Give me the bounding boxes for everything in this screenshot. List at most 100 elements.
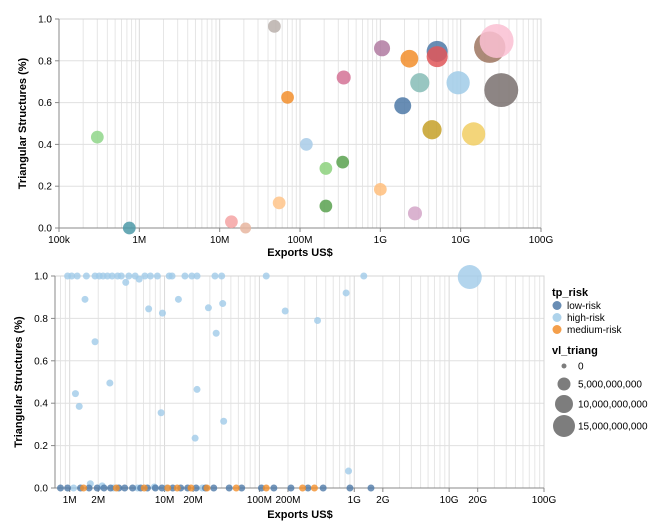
data-point xyxy=(484,73,519,108)
x-tick-label: 2M xyxy=(91,495,105,506)
data-point xyxy=(319,484,327,492)
data-point xyxy=(90,130,104,144)
data-point xyxy=(345,467,353,475)
data-point xyxy=(191,434,199,442)
data-point xyxy=(426,46,448,68)
x-tick-label: 100M xyxy=(287,235,312,246)
x-tick-label: 100G xyxy=(532,495,557,506)
data-point xyxy=(91,338,99,346)
data-point xyxy=(461,122,486,146)
data-point xyxy=(225,484,233,492)
legend-color-swatch xyxy=(552,313,562,322)
data-point xyxy=(203,484,211,492)
data-point xyxy=(299,138,313,151)
data-point xyxy=(262,484,270,492)
legend-size-swatch xyxy=(557,377,571,391)
data-points xyxy=(57,265,482,492)
data-point xyxy=(319,162,333,175)
data-point xyxy=(336,155,350,169)
data-point xyxy=(193,385,201,393)
x-tick-label: 100G xyxy=(529,235,554,246)
data-point xyxy=(151,484,159,492)
data-point xyxy=(93,484,101,492)
data-points xyxy=(90,19,519,235)
y-axis-title: Triangular Structures (%) xyxy=(13,316,25,448)
y-tick-label: 0.6 xyxy=(34,356,48,367)
data-point xyxy=(106,379,114,387)
y-tick-label: 1.0 xyxy=(34,272,48,283)
data-point xyxy=(100,484,108,492)
x-tick-label: 1G xyxy=(374,235,388,246)
x-tick-label: 20M xyxy=(183,495,202,506)
legend-size-label: 0 xyxy=(578,362,584,373)
data-point xyxy=(192,484,200,492)
data-point xyxy=(158,484,166,492)
legend-size-title: vl_triang xyxy=(552,345,598,357)
x-tick-label: 1G xyxy=(348,495,362,506)
legend-size-swatch xyxy=(555,395,573,413)
legend-size-label: 15,000,000,000 xyxy=(578,422,648,433)
x-tick-label: 200M xyxy=(275,495,300,506)
legend-color-title: tp_risk xyxy=(552,287,589,299)
data-point xyxy=(140,484,148,492)
data-point xyxy=(373,40,391,57)
y-tick-label: 0.8 xyxy=(38,56,52,67)
y-tick-label: 0.6 xyxy=(38,98,52,109)
data-point xyxy=(75,402,83,410)
legend-size-swatch xyxy=(553,415,575,437)
data-point xyxy=(270,484,278,492)
data-point xyxy=(360,272,368,280)
data-point xyxy=(310,484,318,492)
x-tick-label: 20G xyxy=(468,495,487,506)
data-point xyxy=(287,484,295,492)
plot-frame xyxy=(54,275,545,489)
legend-color-label: medium-risk xyxy=(567,325,622,336)
x-tick-label: 10M xyxy=(210,235,229,246)
data-point xyxy=(220,417,228,425)
data-point xyxy=(446,71,470,95)
data-point xyxy=(336,70,351,85)
x-tick-label: 1M xyxy=(132,235,146,246)
data-point xyxy=(212,329,220,337)
x-axis-title: Exports US$ xyxy=(267,509,332,521)
data-point xyxy=(187,484,195,492)
data-point xyxy=(479,23,514,58)
y-tick-label: 0.8 xyxy=(34,314,48,325)
y-tick-label: 1.0 xyxy=(38,15,52,26)
data-point xyxy=(272,196,286,210)
data-point xyxy=(367,484,375,492)
y-tick-label: 0.2 xyxy=(34,441,48,452)
data-point xyxy=(257,484,265,492)
data-point xyxy=(108,272,116,280)
data-point xyxy=(73,272,81,280)
data-point xyxy=(146,272,154,280)
legend-size-label: 10,000,000,000 xyxy=(578,400,648,411)
data-point xyxy=(225,215,238,229)
legend-color-swatch xyxy=(552,301,562,310)
grid-lines xyxy=(54,275,545,489)
data-point xyxy=(281,307,289,315)
data-point xyxy=(168,272,176,280)
data-point xyxy=(57,484,65,492)
data-point xyxy=(153,272,161,280)
data-point xyxy=(112,484,120,492)
x-tick-label: 10G xyxy=(451,235,470,246)
y-axis-title: Triangular Structures (%) xyxy=(17,57,29,189)
data-point xyxy=(122,278,130,286)
data-point xyxy=(394,97,412,115)
x-tick-label: 2G xyxy=(376,495,390,506)
data-point xyxy=(204,304,212,312)
legend-color-swatch xyxy=(552,325,562,334)
data-point xyxy=(81,295,89,303)
legend-size-swatch xyxy=(561,363,567,369)
x-axis-title: Exports US$ xyxy=(267,247,332,259)
legend: tp_risklow-riskhigh-riskmedium-riskvl_tr… xyxy=(552,287,648,437)
data-point xyxy=(164,484,172,492)
data-point xyxy=(80,484,88,492)
x-tick-label: 10M xyxy=(155,495,174,506)
data-point xyxy=(145,305,153,313)
series-medium-risk xyxy=(80,484,318,492)
